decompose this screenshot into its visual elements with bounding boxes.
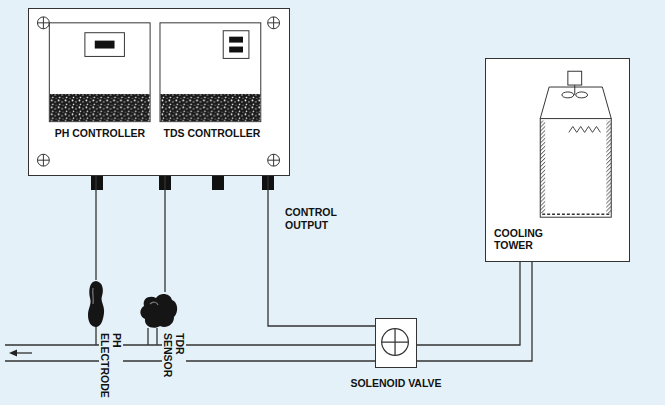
electrode-label: PH ELECTRODE — [99, 332, 123, 398]
ph-electrode: PH ELECTRODE — [85, 280, 107, 328]
ph-electrode-art — [85, 280, 107, 328]
wire-connector — [164, 176, 165, 292]
controller-panel: PH CONTROLLERTDS CONTROLLER — [28, 8, 290, 176]
valve-label: SOLENOID VALVE — [331, 377, 461, 389]
cable-glands — [91, 176, 274, 190]
tower-label: COOLING TOWER — [494, 227, 566, 251]
controller-label: TDS CONTROLLER — [157, 127, 267, 139]
wire-connector — [268, 176, 375, 326]
solenoid-valve-art — [376, 319, 416, 367]
sensor-label: TDR SENSOR — [162, 332, 186, 398]
wire-connector — [95, 176, 96, 280]
cooling-tower: COOLING TOWER — [485, 58, 630, 262]
controller-panel-art — [29, 9, 289, 175]
solenoid-valve: SOLENOID VALVE — [375, 318, 417, 368]
flow-arrow — [9, 350, 32, 357]
controller-label: PH CONTROLLER — [45, 127, 155, 139]
tdr-sensor-art — [138, 292, 180, 330]
edge-label: CONTROL OUTPUT — [285, 206, 365, 232]
tdr-sensor: TDR SENSOR — [138, 292, 180, 330]
pipe-connector — [417, 262, 532, 361]
pipe — [5, 345, 375, 361]
